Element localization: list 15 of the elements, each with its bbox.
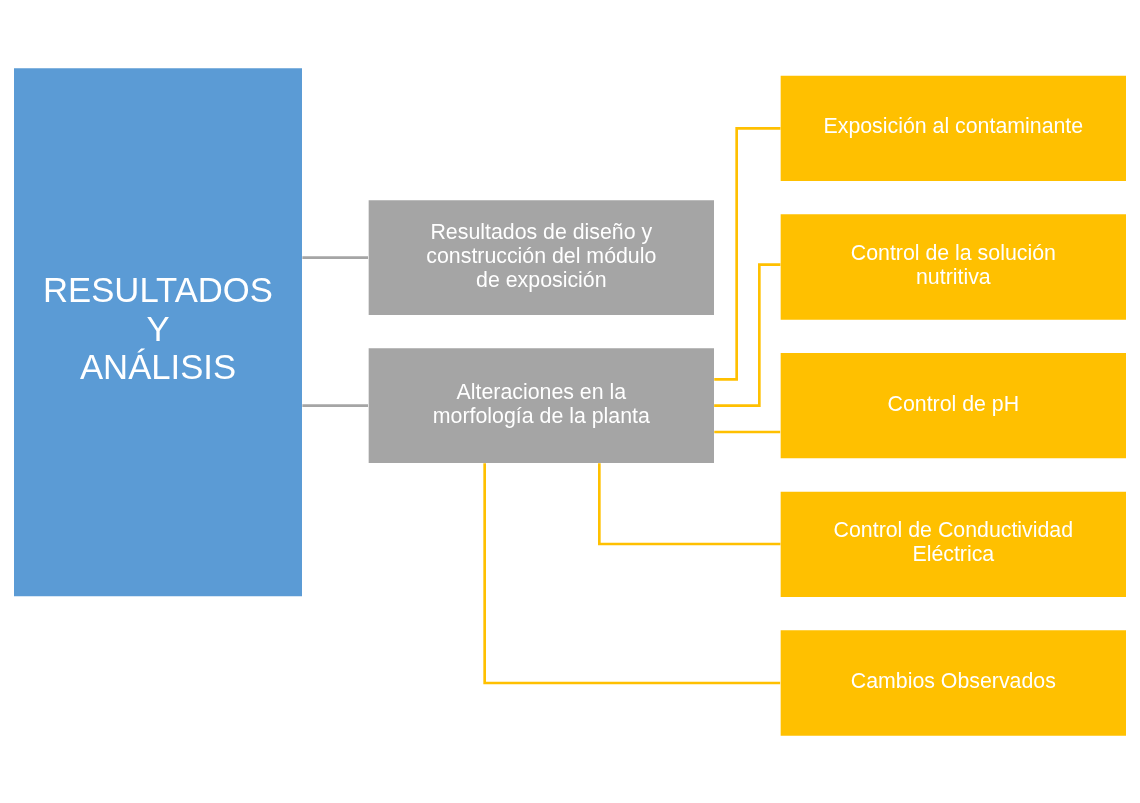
node-box: Control de la solución nutritiva [780,213,1126,320]
connector [483,462,781,684]
connector [714,430,781,433]
connector [714,126,781,381]
node-box: Resultados de diseño y construcción del módulo de exposición [368,199,714,315]
node-box: Alteraciones en la morfología de la planta [368,347,714,463]
node-box: Control de Conductividad Eléctrica [780,491,1126,597]
connector [302,255,369,259]
node-box: Exposición al contaminante [780,75,1126,181]
node-box: Control de pH [780,352,1126,458]
connector [714,262,781,407]
connector [598,462,781,545]
node-box: Cambios Observados [780,629,1126,736]
node-box: RESULTADOS Y ANÁLISIS [14,67,302,596]
connector [302,403,369,407]
